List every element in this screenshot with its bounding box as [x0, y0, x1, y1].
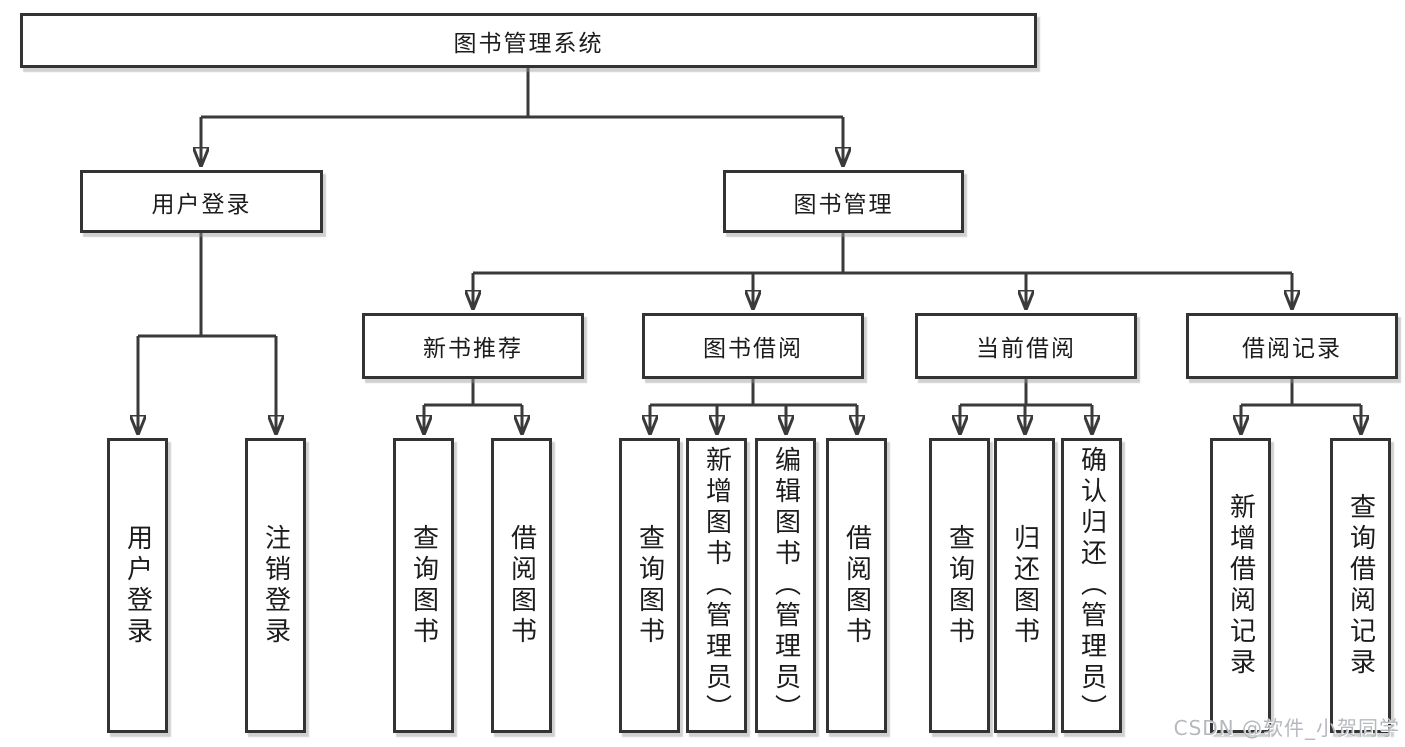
node-user-login-label: 用户登录	[151, 191, 252, 218]
watermark: CSDN @软件_小贺同学	[1173, 716, 1400, 740]
node-book-management: 图书管理	[723, 170, 964, 233]
node-user-login: 用户登录	[80, 170, 323, 233]
leaf-cb-query-books: 查询图书	[929, 438, 990, 733]
leaf-bb-edit-books-admin: 编辑图书（管理员）	[755, 438, 816, 733]
leaf-nb-borrow-books-label: 借阅图书	[506, 523, 537, 648]
leaf-cb-confirm-return-admin-label: 确认归还（管理员）	[1076, 446, 1107, 725]
leaf-br-query-record-label: 查询借阅记录	[1345, 492, 1376, 679]
node-current-borrow: 当前借阅	[915, 313, 1137, 379]
leaf-br-query-record: 查询借阅记录	[1330, 438, 1391, 733]
leaf-nb-query-books-label: 查询图书	[408, 523, 439, 648]
leaf-cb-return-books-label: 归还图书	[1009, 523, 1040, 648]
leaf-logout-label: 注销登录	[260, 523, 291, 648]
leaf-bb-borrow-books: 借阅图书	[826, 438, 887, 733]
node-root: 图书管理系统	[20, 13, 1037, 68]
leaf-bb-query-books: 查询图书	[619, 438, 680, 733]
leaf-cb-query-books-label: 查询图书	[944, 523, 975, 648]
node-root-label: 图书管理系统	[453, 30, 604, 57]
node-new-book-recommend-label: 新书推荐	[423, 336, 523, 362]
node-borrow-records-label: 借阅记录	[1242, 336, 1342, 362]
leaf-bb-add-books-admin-label: 新增图书（管理员）	[701, 446, 732, 725]
leaf-br-add-record: 新增借阅记录	[1210, 438, 1271, 733]
leaf-logout: 注销登录	[245, 438, 306, 733]
leaf-cb-confirm-return-admin: 确认归还（管理员）	[1061, 438, 1122, 733]
leaf-bb-query-books-label: 查询图书	[634, 523, 665, 648]
node-current-borrow-label: 当前借阅	[976, 336, 1076, 362]
leaf-bb-edit-books-admin-label: 编辑图书（管理员）	[770, 446, 801, 725]
node-borrow-records: 借阅记录	[1186, 313, 1398, 379]
leaf-nb-borrow-books: 借阅图书	[491, 438, 552, 733]
node-book-borrow-label: 图书借阅	[703, 336, 803, 362]
leaf-br-add-record-label: 新增借阅记录	[1225, 492, 1256, 679]
node-book-management-label: 图书管理	[793, 191, 894, 218]
leaf-cb-return-books: 归还图书	[994, 438, 1055, 733]
node-book-borrow: 图书借阅	[642, 313, 864, 379]
node-new-book-recommend: 新书推荐	[362, 313, 584, 379]
leaf-nb-query-books: 查询图书	[393, 438, 454, 733]
leaf-bb-add-books-admin: 新增图书（管理员）	[686, 438, 747, 733]
leaf-user-login-label: 用户登录	[122, 523, 153, 648]
leaf-bb-borrow-books-label: 借阅图书	[841, 523, 872, 648]
leaf-user-login: 用户登录	[107, 438, 168, 733]
